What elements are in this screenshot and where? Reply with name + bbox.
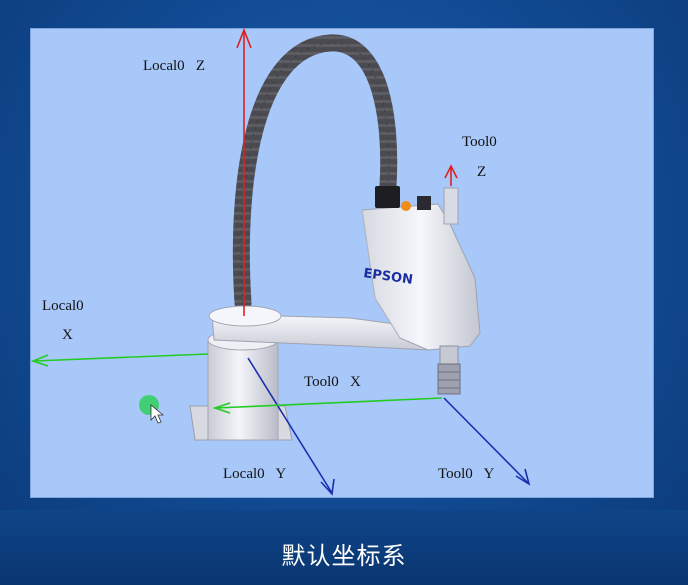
local-z-label: Local0 Z: [143, 58, 206, 74]
local-y-label: Local0 Y: [223, 466, 287, 482]
robot-quill: [443, 187, 459, 225]
robot-3d-viewport[interactable]: EPSON Local0 Z Local0 X Local0 Y Tool0 Z…: [30, 28, 654, 498]
tool-y-label: Tool0 Y: [438, 466, 495, 482]
tool-x-label: Tool0 X: [304, 374, 361, 390]
tool-x-axis: [215, 397, 443, 409]
robot-cable: [232, 34, 398, 312]
tool-z-label-axis: Z: [477, 164, 487, 180]
robot-status-lamp: [401, 201, 411, 211]
robot-scene: EPSON: [30, 28, 531, 496]
local-y-axis: [247, 357, 333, 494]
local-x-label-name: Local0: [42, 298, 84, 314]
slide-footer-band: [0, 510, 688, 585]
slide-caption: 默认坐标系: [281, 542, 407, 570]
tool-y-axis: [443, 397, 529, 484]
robot-tool-flange: [437, 363, 461, 395]
robot-base-column: [207, 339, 279, 441]
local-x-axis: [33, 353, 209, 362]
mouse-pointer-icon: [150, 404, 165, 424]
local-x-label-axis: X: [62, 327, 73, 343]
tool-z-label-name: Tool0: [462, 134, 497, 150]
robot-brand-logo: EPSON: [362, 266, 413, 288]
